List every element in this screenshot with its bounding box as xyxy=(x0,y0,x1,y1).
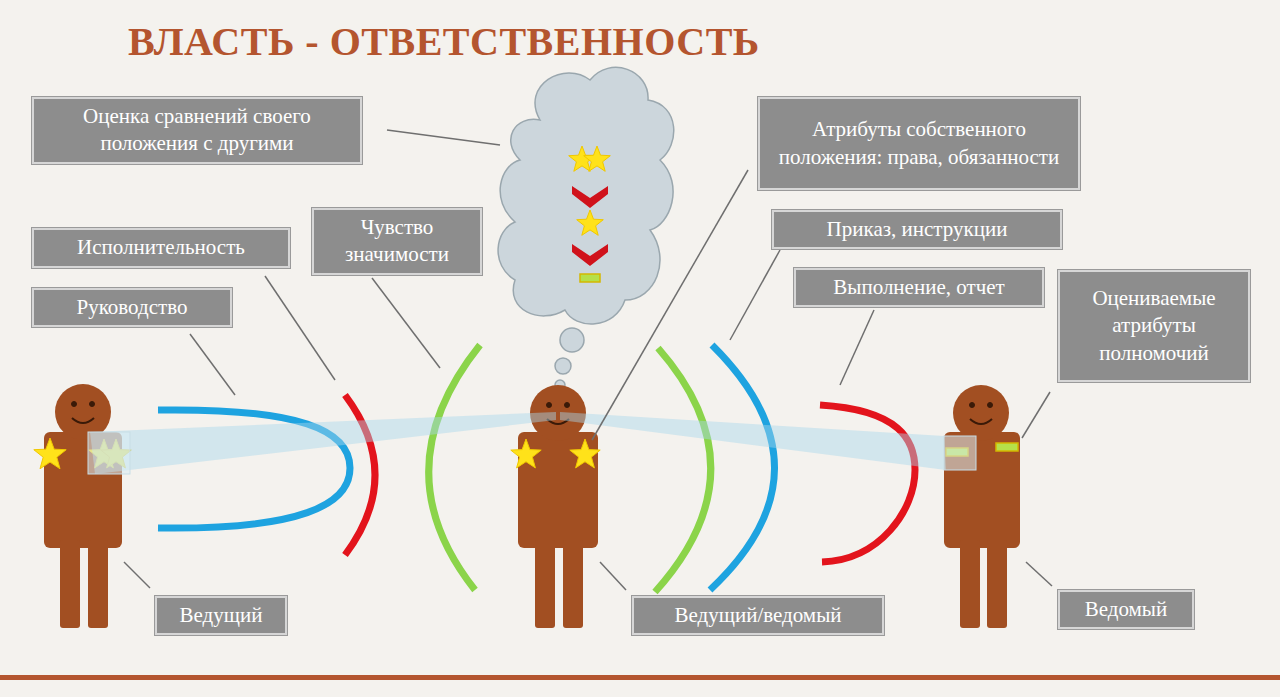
callout-box: Чувство значимости xyxy=(312,208,482,275)
callout-box: Приказ, инструкции xyxy=(772,210,1062,249)
callout-box: Оцениваемые атрибуты полномочий xyxy=(1058,270,1250,382)
callout-text: Атрибуты собственного положения: права, … xyxy=(770,116,1068,171)
callout-text: Ведущий xyxy=(167,602,275,629)
people xyxy=(44,384,1020,628)
callout-box: Ведущий xyxy=(155,596,287,635)
callout-box: Оценка сравнений своего положения с друг… xyxy=(32,97,362,164)
title: ВЛАСТЬ - ОТВЕТСТВЕННОСТЬ xyxy=(128,18,760,65)
star xyxy=(584,146,611,171)
star xyxy=(570,439,600,468)
bottom-rule xyxy=(0,675,1280,680)
callout-box: Исполнительность xyxy=(32,228,290,268)
callout-text: Чувство значимости xyxy=(324,214,470,269)
callout-text: Ведущий/ведомый xyxy=(644,602,872,629)
star xyxy=(34,438,66,469)
callout-text: Ведомый xyxy=(1070,596,1182,623)
callout-text: Выполнение, отчет xyxy=(806,274,1032,301)
star xyxy=(511,439,541,468)
callout-text: Руководство xyxy=(44,294,220,321)
leader-lines xyxy=(124,130,1052,590)
star xyxy=(577,210,604,235)
callout-text: Приказ, инструкции xyxy=(784,216,1050,243)
callout-text: Исполнительность xyxy=(44,234,278,261)
callout-box: Выполнение, отчет xyxy=(794,268,1044,307)
callout-box: Ведомый xyxy=(1058,590,1194,629)
thought-cloud xyxy=(498,67,674,390)
callout-box: Ведущий/ведомый xyxy=(632,596,884,635)
callout-text: Оценка сравнений своего положения с друг… xyxy=(44,103,350,158)
callout-box: Атрибуты собственного положения: права, … xyxy=(758,97,1080,190)
callout-box: Руководство xyxy=(32,288,232,327)
view-cones xyxy=(88,412,976,474)
callout-text: Оцениваемые атрибуты полномочий xyxy=(1070,285,1238,367)
